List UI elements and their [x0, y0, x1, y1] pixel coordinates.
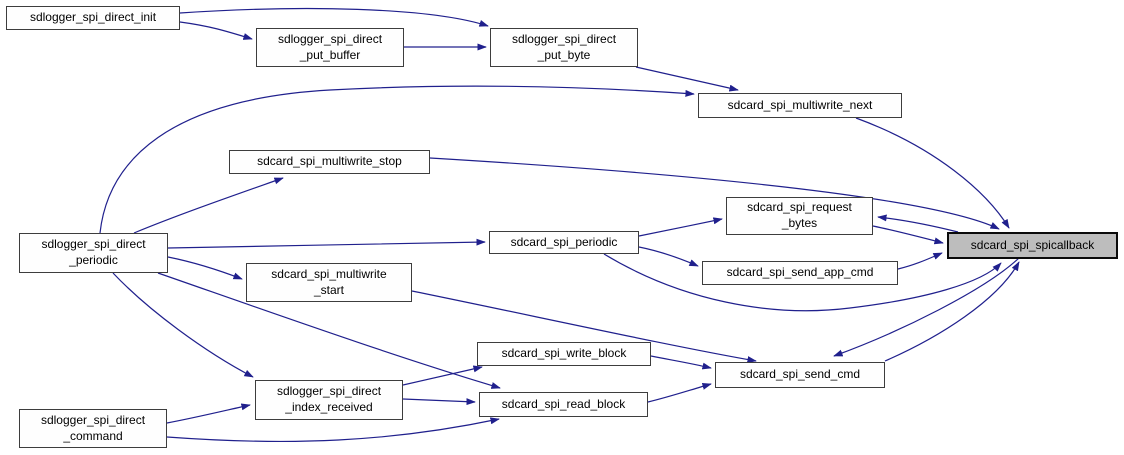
edge-command-to-read-block — [166, 417, 500, 443]
edge-send-cmd-to-spicallback — [884, 261, 1020, 362]
graph-node-multiwrite-start[interactable]: sdcard_spi_multiwrite _start — [246, 263, 412, 302]
edge-sdlogger-periodic-to-sdcard-periodic — [167, 238, 486, 249]
graph-node-put-byte[interactable]: sdlogger_spi_direct _put_byte — [490, 28, 638, 67]
graph-node-init[interactable]: sdlogger_spi_direct_init — [6, 6, 180, 30]
edge-multiwrite-start-to-send-cmd — [411, 290, 757, 363]
edge-command-to-index-received — [166, 403, 251, 424]
edge-sdlogger-periodic-to-index-received — [112, 272, 254, 378]
edge-read-block-to-send-cmd — [647, 382, 712, 403]
graph-node-label: sdcard_spi_periodic — [510, 234, 618, 249]
graph-node-label: sdlogger_spi_direct _index_received — [276, 384, 382, 414]
graph-node-sdlogger-periodic[interactable]: sdlogger_spi_direct _periodic — [19, 233, 168, 273]
graph-node-label: sdcard_spi_multiwrite _start — [271, 266, 387, 297]
edge-init-to-put-byte — [179, 7, 489, 27]
graph-node-send-app-cmd[interactable]: sdcard_spi_send_app_cmd — [702, 261, 898, 285]
graph-node-multiwrite-stop[interactable]: sdcard_spi_multiwrite_stop — [229, 150, 430, 174]
graph-node-label: sdcard_spi_write_block — [501, 346, 627, 361]
graph-node-index-received[interactable]: sdlogger_spi_direct _index_received — [255, 380, 403, 420]
graph-node-sdcard-periodic[interactable]: sdcard_spi_periodic — [489, 231, 639, 254]
edge-multiwrite-stop-to-spicallback — [429, 157, 1000, 230]
graph-node-command[interactable]: sdlogger_spi_direct _command — [19, 409, 167, 448]
graph-node-label: sdlogger_spi_direct_init — [29, 10, 157, 25]
edge-spicallback-to-send-cmd — [833, 257, 1020, 357]
graph-node-multiwrite-next[interactable]: sdcard_spi_multiwrite_next — [698, 93, 902, 118]
graph-node-spicallback[interactable]: sdcard_spi_spicallback — [947, 232, 1118, 259]
edge-sdlogger-periodic-to-multiwrite-start — [167, 256, 243, 280]
edge-sdcard-periodic-to-spicallback — [603, 253, 1002, 312]
graph-node-put-buffer[interactable]: sdlogger_spi_direct _put_buffer — [256, 28, 404, 67]
edge-multiwrite-next-to-spicallback — [855, 117, 1010, 229]
edge-sdlogger-periodic-to-multiwrite-stop — [133, 177, 284, 234]
edge-spicallback-to-request-bytes — [877, 214, 959, 233]
graph-node-read-block[interactable]: sdcard_spi_read_block — [479, 392, 648, 417]
edge-init-to-put-buffer — [179, 21, 253, 40]
edge-sdcard-periodic-to-send-app-cmd — [638, 246, 699, 267]
edge-sdcard-periodic-to-request-bytes — [638, 217, 723, 237]
graph-node-label: sdcard_spi_request _bytes — [747, 200, 852, 230]
edge-index-received-to-write-block — [402, 365, 483, 386]
graph-node-label: sdcard_spi_send_app_cmd — [726, 265, 874, 280]
graph-node-label: sdlogger_spi_direct _periodic — [41, 237, 146, 267]
graph-node-label: sdcard_spi_read_block — [501, 396, 626, 411]
graph-node-label: sdcard_spi_send_cmd — [739, 367, 861, 382]
graph-node-label: sdcard_spi_multiwrite_stop — [257, 154, 402, 169]
graph-node-write-block[interactable]: sdcard_spi_write_block — [477, 342, 651, 366]
graph-node-label: sdlogger_spi_direct _put_buffer — [277, 31, 383, 62]
graph-node-send-cmd[interactable]: sdcard_spi_send_cmd — [715, 362, 885, 388]
edge-index-received-to-read-block — [402, 398, 476, 406]
graph-node-label: sdlogger_spi_direct _put_byte — [511, 31, 617, 62]
graph-node-label: sdcard_spi_spicallback — [970, 237, 1095, 252]
graph-node-label: sdlogger_spi_direct _command — [40, 412, 146, 443]
graph-node-request-bytes[interactable]: sdcard_spi_request _bytes — [726, 197, 873, 235]
edge-sdlogger-periodic-to-read-block — [157, 272, 501, 389]
edge-send-app-cmd-to-spicallback — [897, 252, 943, 270]
edge-put-byte-to-multiwrite-next — [635, 66, 739, 92]
edge-write-block-to-send-cmd — [650, 355, 712, 370]
edge-request-bytes-to-spicallback — [872, 225, 944, 245]
graph-node-label: sdcard_spi_multiwrite_next — [727, 97, 873, 112]
edge-sdlogger-periodic-to-multiwrite-next — [99, 85, 695, 234]
